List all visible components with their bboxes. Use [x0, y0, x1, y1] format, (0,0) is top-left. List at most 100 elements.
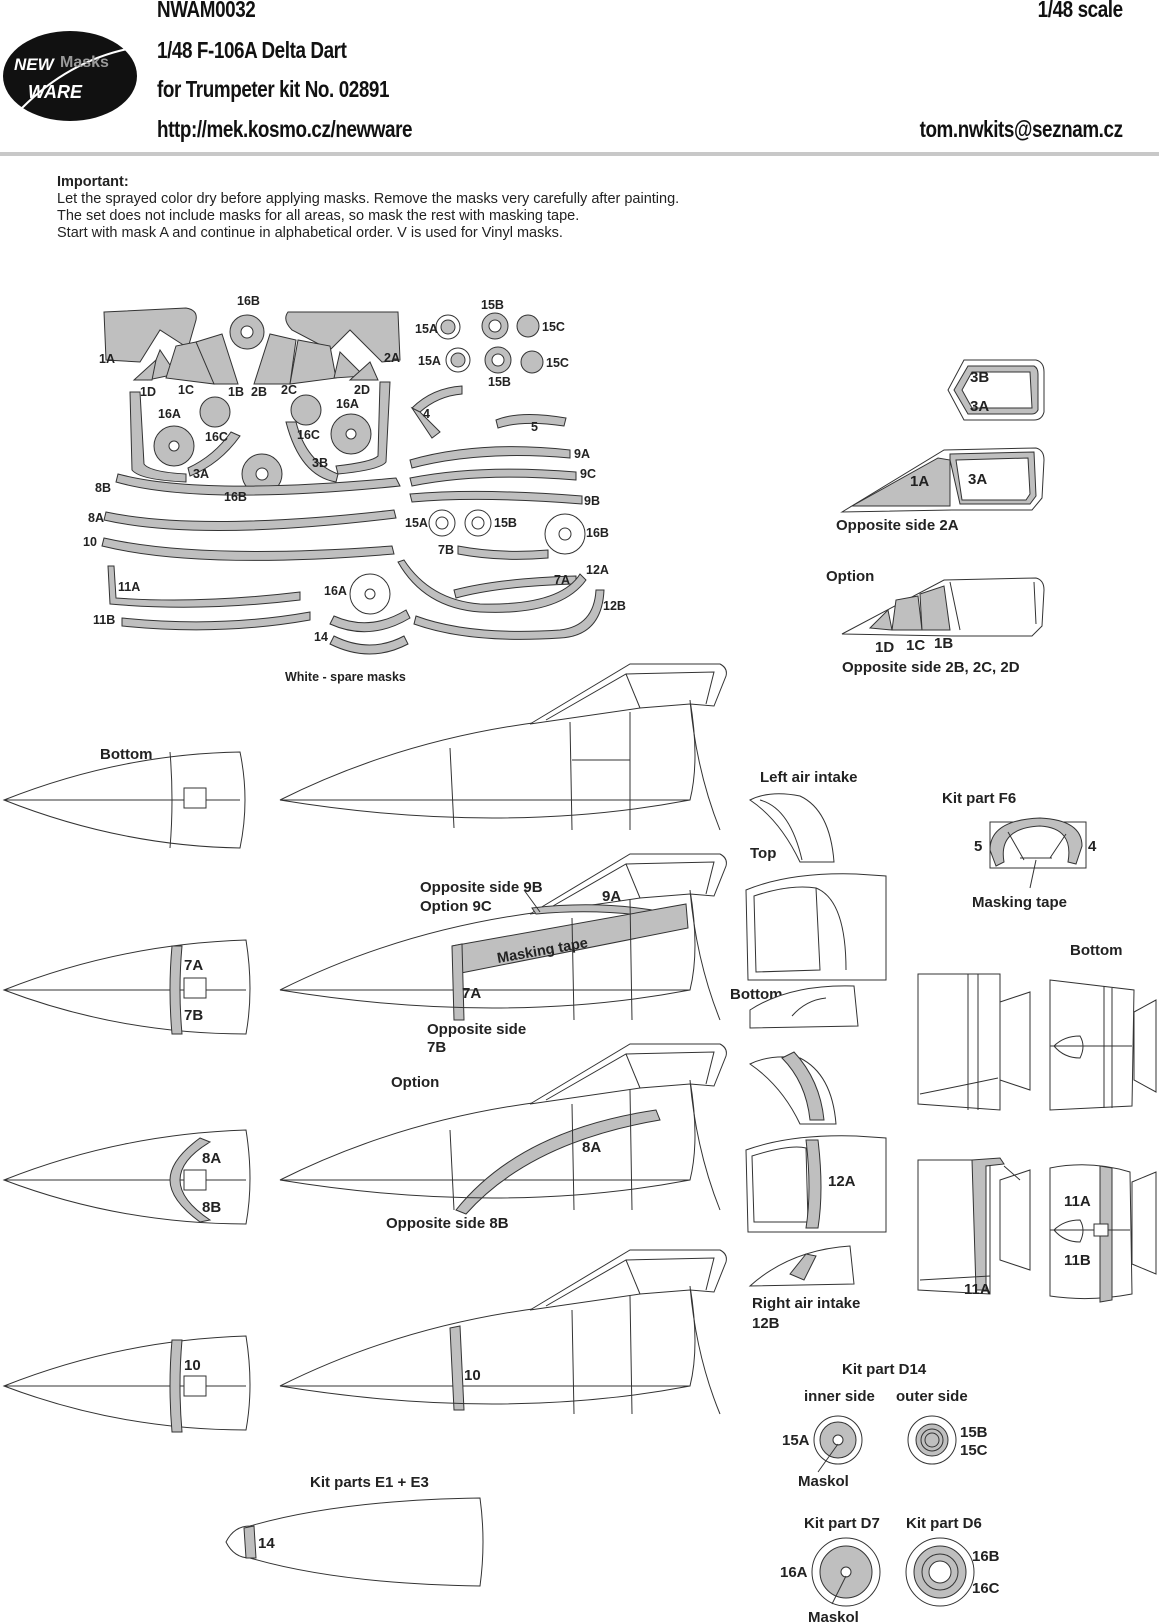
note-line: The set does not include masks for all a…	[57, 208, 580, 224]
canopy-caption: Opposite side 2A	[836, 517, 959, 534]
section-title: Kit part F6	[942, 790, 1016, 807]
mask-sheet: 16B 15B 15A 15C 15A 15C 15B 1A 2A 1D 1C …	[83, 294, 626, 684]
nose-bottom-views: Bottom 7A 7B 8A 8B 10	[2, 746, 251, 1433]
canopy-detail-1a: 1A 3A Opposite side 2A	[836, 447, 1045, 534]
mask-label: 16A	[336, 397, 359, 411]
part-number: 15B	[960, 1424, 988, 1441]
part-number: 16A	[780, 1564, 808, 1581]
air-intake-views: Left air intake Top Bottom 12A Right air…	[730, 769, 887, 1332]
mask-callout: 7B	[184, 1007, 203, 1024]
callout-text: 7B	[427, 1039, 446, 1056]
canopy-caption: Opposite side 2B, 2C, 2D	[842, 659, 1020, 676]
canopy-label: 3A	[968, 471, 987, 488]
section-title: Kit part D7	[804, 1515, 880, 1532]
section-title: Kit part D6	[906, 1515, 982, 1532]
mask-label: 15B	[488, 375, 511, 389]
brand-logo: NEW Masks WARE	[3, 31, 137, 121]
mask-callout: 7A	[184, 957, 203, 974]
mask-label: 10	[83, 535, 97, 549]
mask-label: 15A	[415, 322, 438, 336]
callout-text: Maskol	[808, 1609, 859, 1623]
mask-label: 5	[531, 420, 538, 434]
mask-callout: 8A	[202, 1150, 221, 1167]
mask-label: 7B	[438, 543, 454, 557]
note-line: Let the sprayed color dry before applyin…	[57, 191, 680, 207]
mask-label: 8B	[95, 481, 111, 495]
option-label: Option	[391, 1074, 439, 1091]
mask-callout: 12A	[828, 1173, 856, 1190]
mask-label: 3B	[312, 456, 328, 470]
option-label: Option	[826, 568, 874, 585]
logo-ware: WARE	[28, 82, 83, 102]
header-rule	[0, 152, 1159, 156]
canopy-label: 1C	[906, 637, 925, 654]
mask-label: 11A	[118, 580, 140, 594]
important-notes: Important: Let the sprayed color dry bef…	[57, 174, 679, 242]
mask-callout: 8B	[202, 1199, 221, 1216]
kit-part-f6: Kit part F6 5 4 Masking tape	[942, 790, 1097, 911]
mask-callout: 12B	[752, 1315, 780, 1332]
section-title: Kit part D14	[842, 1361, 927, 1378]
mask-label: 9A	[574, 447, 590, 461]
side-view-4: 10	[279, 1249, 727, 1415]
mask-label: 2C	[281, 383, 297, 397]
side-view-2: Masking tape Opposite side 9B Option 9C …	[279, 853, 727, 1056]
spare-masks-note: White - spare masks	[285, 670, 406, 684]
product-code: NWAM0032	[157, 0, 256, 22]
mask-label: 15B	[481, 298, 504, 312]
mask-label: 15A	[405, 516, 428, 530]
view-label: Top	[750, 845, 776, 862]
mask-label: 16B	[224, 490, 247, 504]
side-label: outer side	[896, 1388, 968, 1405]
mask-label: 16C	[297, 428, 320, 442]
section-title: Kit parts E1 + E3	[310, 1474, 429, 1491]
mask-label: 15B	[494, 516, 517, 530]
kit-part-d7-d6: Kit part D7 Kit part D6 16A Maskol 16B 1…	[780, 1515, 1000, 1623]
mask-label: 9B	[584, 494, 600, 508]
mask-label: 8A	[88, 511, 104, 525]
mask-label: 3A	[193, 467, 209, 481]
canopy-label: 1B	[934, 635, 953, 652]
side-view-1	[279, 663, 727, 831]
mask-label: 14	[314, 630, 328, 644]
mask-label: 2D	[354, 383, 370, 397]
callout-text: Maskol	[798, 1473, 849, 1490]
logo-new: NEW	[14, 55, 56, 74]
part-number: 16B	[972, 1548, 1000, 1565]
kit-parts-e1-e3: Kit parts E1 + E3 14	[225, 1474, 484, 1587]
canopy-label: 1A	[910, 473, 929, 490]
kit-reference: for Trumpeter kit No. 02891	[157, 76, 390, 102]
mask-label: 4	[423, 407, 430, 421]
mask-label: 16A	[158, 407, 181, 421]
part-number: 15A	[782, 1432, 810, 1449]
mask-label: 9C	[580, 467, 596, 481]
mask-label: 16B	[237, 294, 260, 308]
view-label: Bottom	[1070, 942, 1123, 959]
callout-text: Masking tape	[972, 894, 1067, 911]
mask-label: 1A	[99, 352, 115, 366]
product-title: 1/48 F-106A Delta Dart	[157, 37, 347, 63]
kit-part-d14: Kit part D14 inner side outer side 15A 1…	[782, 1361, 988, 1490]
website-url[interactable]: http://mek.kosmo.cz/newware	[157, 116, 413, 142]
side-label: inner side	[804, 1388, 875, 1405]
mask-callout: 11A	[1064, 1193, 1091, 1210]
canopy-detail-option: Option 1D 1C 1B Opposite side 2B, 2C, 2D	[826, 568, 1045, 676]
mask-callout: 11B	[1064, 1252, 1091, 1269]
contact-email[interactable]: tom.nwkits@seznam.cz	[919, 116, 1123, 142]
part-number: 4	[1088, 838, 1097, 855]
mask-callout: 10	[464, 1367, 481, 1384]
exhaust-views: Bottom 11A 11A 11B	[917, 942, 1157, 1303]
canopy-label: 3B	[970, 369, 989, 386]
mask-callout: 14	[258, 1535, 275, 1552]
logo-masks: Masks	[60, 54, 109, 71]
part-number: 15C	[960, 1442, 988, 1459]
bottom-label: Bottom	[100, 746, 153, 763]
callout-text: Option 9C	[420, 898, 492, 915]
mask-label: 15C	[546, 356, 569, 370]
scale-label: 1/48 scale	[1037, 0, 1123, 22]
mask-label: 1C	[178, 383, 194, 397]
mask-label: 7A	[554, 573, 570, 587]
mask-label: 15A	[418, 354, 441, 368]
mask-label: 12B	[603, 599, 626, 613]
